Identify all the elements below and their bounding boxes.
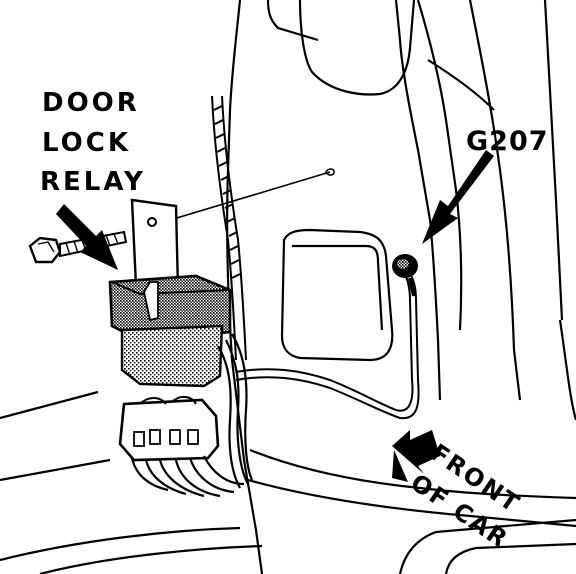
connector-wires (130, 333, 254, 498)
front-arrow (392, 430, 440, 482)
mounting-line (149, 171, 331, 227)
relay-body (108, 274, 232, 388)
relay-label-line-1: DOOR (42, 88, 140, 118)
relay-label-line-3: RELAY (40, 167, 146, 197)
arrow-down-left-icon (422, 150, 494, 244)
relay-connector (118, 396, 220, 462)
ground-wire (235, 271, 420, 420)
ground-terminal (392, 254, 418, 297)
ground-label: G207 (466, 126, 549, 157)
relay-label-line-2: LOCK (42, 128, 131, 158)
arrow-down-right-icon (56, 204, 118, 270)
mounting-hole (325, 168, 335, 176)
harness-left (211, 95, 247, 361)
